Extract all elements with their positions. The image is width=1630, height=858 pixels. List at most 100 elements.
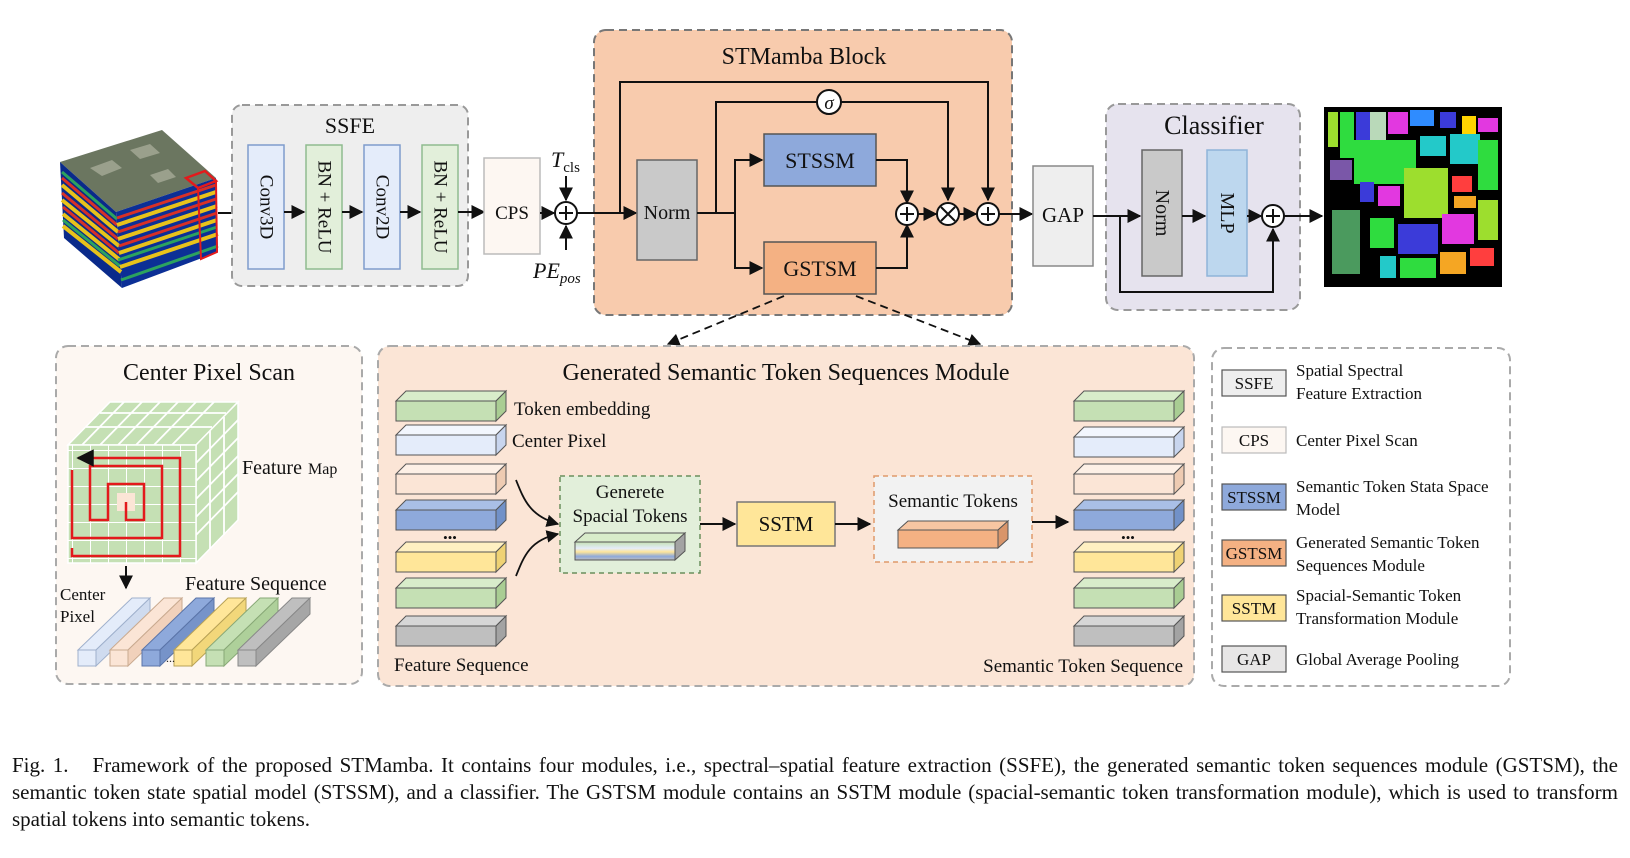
svg-text:Transformation Module: Transformation Module: [1296, 609, 1458, 628]
legend-item-stssm: STSSM Semantic Token Stata Space Model: [1221, 477, 1489, 519]
norm-box: [636, 159, 698, 261]
spacial-token-bar: [573, 531, 687, 562]
svg-text:GSTSM: GSTSM: [1226, 544, 1283, 563]
bn-relu-2-label: BN + ReLU: [430, 160, 451, 253]
conv3d-label: Conv3D: [256, 175, 277, 239]
left-token-peach: [394, 462, 508, 496]
classifier-title: Classifier: [1164, 111, 1264, 140]
left-token-green: [394, 389, 508, 423]
legend-item-gstsm: GSTSM Generated Semantic Token Sequences…: [1221, 533, 1480, 575]
right-token-white: [1072, 425, 1186, 459]
svg-text:SSTM: SSTM: [1232, 599, 1276, 618]
svg-text:Spatial Spectral: Spatial Spectral: [1296, 361, 1403, 380]
center-pixel-label: Center Pixel: [512, 431, 606, 452]
cps-panel-title: Center Pixel Scan: [123, 360, 295, 386]
gstsm-feature-sequence-label: Feature Sequence: [394, 655, 529, 676]
semantic-token-bar: [896, 519, 1010, 550]
right-token-green-2: [1072, 576, 1186, 610]
svg-text:GAP: GAP: [1237, 650, 1271, 669]
legend-item-sstm: SSTM Spacial-Semantic Token Transformati…: [1221, 586, 1462, 628]
ssfe-title: SSFE: [325, 113, 375, 138]
right-token-yellow: [1072, 540, 1186, 574]
classification-map-output: [1324, 107, 1502, 287]
semantic-tokens-box: [873, 475, 1033, 563]
svg-text:σ: σ: [824, 93, 834, 114]
cps-token-bars: ...: [76, 596, 312, 668]
conv3d-box: [247, 144, 285, 270]
svg-text:STSSM: STSSM: [1227, 488, 1281, 507]
stmamba-title: STMamba Block: [722, 44, 887, 70]
stmamba-framework-diagram: SSFE Conv3D BN + ReLU Conv2D BN + ReLU C…: [55, 29, 1511, 687]
conv2d-label: Conv2D: [372, 175, 393, 239]
right-token-green: [1072, 389, 1186, 423]
right-stack-dots: •••: [1121, 530, 1135, 545]
gstsm-panel-title: Generated Semantic Token Sequences Modul…: [562, 360, 1009, 386]
stmamba-block: STMamba Block Norm σ STSSM GSTSM: [577, 29, 1013, 316]
svg-text:Model: Model: [1296, 500, 1341, 519]
left-token-green-2: [394, 576, 508, 610]
left-token-blue: [394, 498, 508, 532]
legend-swatch-sstm: [1221, 594, 1287, 622]
legend-swatch-stssm: [1221, 483, 1287, 511]
mlp-box: [1206, 149, 1248, 277]
center-pixel-label-2: Pixel: [60, 607, 95, 626]
svg-text:...: ...: [166, 651, 175, 665]
svg-text:Spacial-Semantic Token: Spacial-Semantic Token: [1296, 586, 1462, 605]
gstsm-expand-arrow-right: [855, 295, 982, 346]
legend-item-cps: CPS Center Pixel Scan: [1221, 426, 1418, 454]
gap-box: [1032, 165, 1094, 267]
norm-label: Norm: [644, 202, 691, 224]
pe-pos-label: PEpos: [532, 258, 581, 287]
svg-text:SSFE: SSFE: [1235, 374, 1274, 393]
svg-text:Generete: Generete: [596, 482, 665, 503]
gstsm-panel: Generated Semantic Token Sequences Modul…: [377, 345, 1195, 687]
sstm-box: [736, 501, 836, 547]
svg-text:Center Pixel Scan: Center Pixel Scan: [1296, 431, 1418, 450]
svg-text:MLP: MLP: [1216, 192, 1238, 233]
svg-text:Norm: Norm: [1151, 190, 1173, 237]
right-token-gray: [1072, 614, 1186, 648]
cps-feature-sequence-label: Feature Sequence: [185, 573, 327, 595]
svg-text:CPS: CPS: [1239, 431, 1269, 450]
cps-box: [483, 157, 541, 255]
legend-swatch-cps: [1221, 426, 1287, 454]
figure-caption-text: Framework of the proposed STMamba. It co…: [12, 753, 1619, 831]
stssm-label: STSSM: [785, 148, 855, 173]
figure-caption: Fig. 1.Framework of the proposed STMamba…: [12, 752, 1618, 833]
right-token-peach: [1072, 462, 1186, 496]
left-stack-dots: •••: [443, 530, 457, 545]
bn-relu-1-box: [305, 144, 343, 270]
svg-text:Sequences Module: Sequences Module: [1296, 556, 1425, 575]
ssfe-module: SSFE Conv3D BN + ReLU Conv2D BN + ReLU: [231, 104, 469, 287]
svg-text:Feature Extraction: Feature Extraction: [1296, 384, 1423, 403]
right-token-stack: •••: [1072, 389, 1186, 648]
semantic-token-sequence-label: Semantic Token Sequence: [983, 656, 1183, 677]
bn-relu-1-label: BN + ReLU: [314, 160, 335, 253]
cps-label: CPS: [495, 203, 529, 224]
token-embedding-label: Token embedding: [514, 399, 651, 420]
gstsm-expand-arrow-left: [666, 295, 785, 346]
legend-swatch-ssfe: [1221, 369, 1287, 397]
legend-item-ssfe: SSFE Spatial Spectral Feature Extraction: [1221, 361, 1423, 403]
classifier-module: Classifier Norm MLP: [1093, 103, 1301, 311]
legend-item-gap: GAP Global Average Pooling: [1221, 645, 1460, 673]
svg-text:Semantic Tokens: Semantic Tokens: [888, 491, 1018, 512]
left-token-white: [394, 423, 508, 457]
legend-swatch-gap: [1221, 645, 1287, 673]
hyperspectral-input-cube: [60, 130, 219, 288]
left-token-gray: [394, 614, 508, 648]
left-token-yellow: [394, 540, 508, 574]
left-token-stack: •••: [394, 389, 508, 648]
gstsm-box: [763, 241, 877, 295]
center-pixel-label-1: Center: [60, 585, 106, 604]
bn-relu-2-box: [421, 144, 459, 270]
classifier-norm-box: [1141, 149, 1183, 277]
svg-text:Spacial Tokens: Spacial Tokens: [573, 506, 688, 527]
legend-swatch-gstsm: [1221, 539, 1287, 567]
figure-caption-label: Fig. 1.: [12, 753, 69, 777]
gap-label: GAP: [1042, 203, 1084, 227]
gstsm-label: GSTSM: [783, 256, 856, 281]
t-cls-label: Tcls: [551, 147, 580, 176]
